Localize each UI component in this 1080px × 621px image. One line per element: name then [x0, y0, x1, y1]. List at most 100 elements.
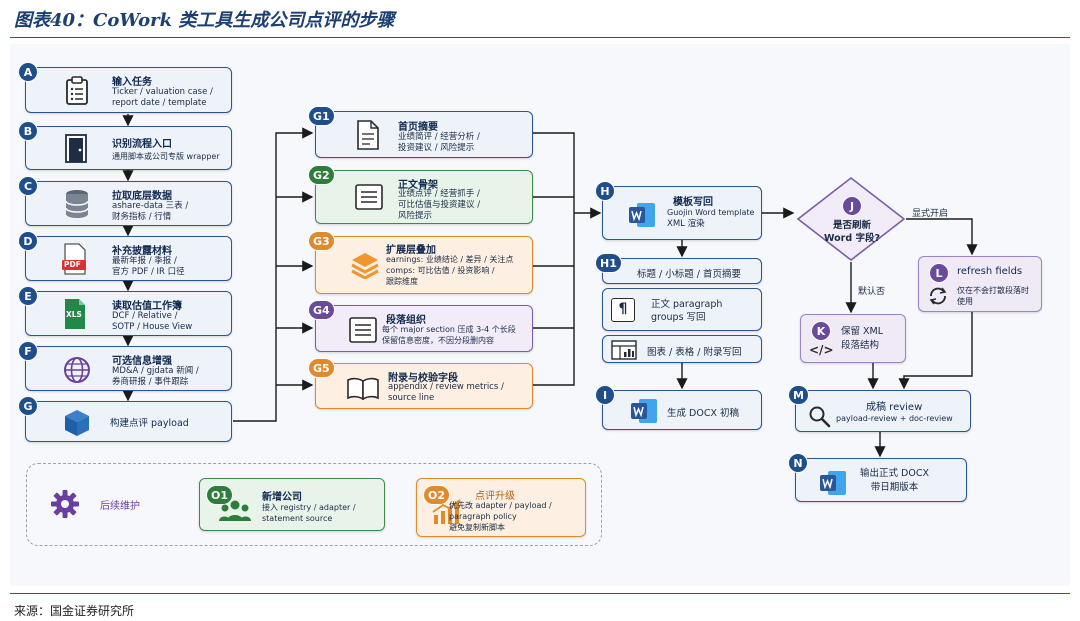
table-chart-icon: [611, 340, 637, 360]
section-g4-title: 段落组织: [386, 315, 426, 326]
keep-node: K </> 保留 XML 段落结构: [800, 314, 906, 363]
code-icon: </>: [809, 343, 834, 357]
maintenance-label: 后续维护: [100, 501, 140, 512]
section-g2-body: 业绩点评 / 经营抓手 / 可比估值与投资建议 / 风险提示: [398, 189, 481, 221]
keep-badge: K: [811, 321, 831, 341]
h1-text: 标题 / 小标题 / 首页摘要: [637, 269, 741, 280]
step-a-title: 输入任务: [112, 77, 152, 88]
layers-icon: [351, 253, 379, 279]
template-line1: Guojin Word template: [667, 208, 755, 217]
step-f-body: MD&A / gjdata 新闻 / 券商研报 / 事件跟踪: [112, 366, 199, 387]
list-icon: [349, 317, 377, 343]
step-a-node: A 输入任务 Ticker / valuation case / report …: [18, 62, 232, 113]
decision-yes-label: 显式开启: [912, 209, 949, 219]
excel-icon: XLS: [62, 298, 88, 330]
step-e-badge: E: [18, 286, 38, 306]
step-b-title: 识别流程入口: [112, 139, 172, 150]
step-b-node: B 识别流程入口 通用脚本或公司专版 wrapper: [18, 121, 232, 170]
section-g4-node: G4 段落组织 每个 major section 压成 3-4 个长段 保留信息…: [308, 300, 533, 352]
section-g2-badge: G2: [308, 165, 335, 185]
section-g2-node: G2 正文骨架 业绩点评 / 经营抓手 / 可比估值与投资建议 / 风险提示: [308, 165, 533, 224]
decision-badge: J: [842, 196, 862, 216]
review-badge: M: [788, 385, 809, 405]
step-a-badge: A: [18, 62, 38, 82]
word-icon: [629, 203, 655, 227]
maintenance-o1-badge: O1: [206, 485, 234, 505]
refresh-body: 仅在不会打散段落时 使用: [957, 286, 1029, 306]
step-f-badge: F: [18, 341, 38, 361]
keep-text: 保留 XML 段落结构: [841, 326, 884, 351]
title-divider: [10, 37, 1070, 38]
list-icon: [355, 184, 383, 210]
word-icon: [820, 471, 846, 495]
step-c-body: ashare-data 三表 / 财务指标 / 行情: [112, 201, 189, 222]
step-g-title: 构建点评 payload: [110, 418, 189, 429]
section-g5-badge: G5: [308, 358, 335, 378]
step-g-node: G 构建点评 payload: [18, 396, 232, 442]
step-c-node: C 拉取底层数据 ashare-data 三表 / 财务指标 / 行情: [18, 176, 232, 226]
section-g2-title: 正文骨架: [398, 180, 438, 191]
step-d-badge: D: [18, 231, 38, 251]
draft-text: 生成 DOCX 初稿: [667, 408, 739, 419]
refresh-badge: L: [929, 263, 949, 283]
template-line2: XML 渲染: [667, 219, 705, 229]
growth-chart-icon: [432, 499, 461, 524]
step-g-badge: G: [18, 396, 38, 416]
maintenance-o1-title: 新增公司: [262, 492, 302, 503]
decision-diamond: [796, 176, 906, 262]
refresh-node: L refresh fields 仅在不会打散段落时 使用: [918, 256, 1042, 312]
cube-icon: [65, 410, 89, 436]
section-g3-badge: G3: [308, 231, 335, 251]
step-e-node: E XLS 读取估值工作簿 DCF / Relative / SOTP / Ho…: [18, 286, 232, 336]
step-f-title: 可选信息增强: [112, 356, 172, 367]
final-text: 输出正式 DOCX 带日期版本: [860, 468, 929, 493]
section-g5-node: G5 附录与校验字段 appendix / review metrics / s…: [308, 358, 533, 409]
decision-no-label: 默认否: [858, 287, 886, 297]
template-badge: H: [595, 181, 615, 201]
section-g3-body: earnings: 业绩结论 / 差异 / 关注点 comps: 可比估值 / …: [386, 255, 514, 286]
maintenance-o2-node: O2 点评升级 优先改 adapter / payload / paragrap…: [416, 478, 586, 537]
refresh-icon: [929, 287, 947, 305]
draft-badge: I: [595, 385, 615, 405]
step-e-title: 读取估值工作簿: [112, 301, 182, 312]
step-d-body: 最新年报 / 季报 / 官方 PDF / IR 口径: [112, 256, 185, 277]
h1-badge: H1: [595, 253, 622, 273]
step-b-body: 通用脚本或公司专版 wrapper: [112, 152, 220, 161]
section-g1-body: 业绩简评 / 经营分析 / 投资建议 / 风险提示: [398, 132, 480, 153]
section-g4-badge: G4: [308, 300, 335, 320]
review-body: payload-review + doc-review: [836, 414, 953, 423]
paragraph-node: ¶ 正文 paragraph groups 写回: [602, 288, 762, 331]
tables-text: 图表 / 表格 / 附录写回: [647, 347, 742, 358]
refresh-title: refresh fields: [957, 266, 1023, 277]
source-note: 来源：国金证券研究所: [14, 604, 135, 618]
magnifier-icon: [809, 406, 831, 428]
maintenance-o1-node: O1 新增公司 接入 registry / adapter / statemen…: [199, 478, 385, 531]
door-icon: [65, 134, 87, 163]
excel-icon-label: XLS: [66, 310, 82, 319]
word-icon: [631, 399, 657, 423]
review-title: 成稿 review: [866, 402, 923, 413]
step-f-node: F 可选信息增强 MD&A / gjdata 新闻 / 券商研报 / 事件跟踪: [18, 341, 232, 391]
section-g3-title: 扩展层叠加: [386, 245, 436, 256]
people-icon: [219, 500, 251, 521]
gear-icon: [51, 490, 79, 518]
maintenance-o2-body: 优先改 adapter / payload / paragraph policy…: [449, 501, 552, 532]
step-e-body: DCF / Relative / SOTP / House View: [112, 311, 193, 332]
pdf-icon-label: PDF: [64, 260, 81, 269]
section-g1-node: G1 首页摘要 业绩简评 / 经营分析 / 投资建议 / 风险提示: [308, 106, 533, 158]
final-node: N 输出正式 DOCX 带日期版本: [788, 453, 967, 502]
database-icon: [65, 190, 89, 218]
step-d-node: D PDF 补充披露材料 最新年报 / 季报 / 官方 PDF / IR 口径: [18, 231, 232, 281]
document-icon: [357, 120, 379, 150]
paragraph-text: 正文 paragraph groups 写回: [651, 299, 723, 323]
pilcrow-icon: ¶: [611, 298, 635, 322]
h1-node: H1 标题 / 小标题 / 首页摘要: [595, 253, 762, 284]
section-g5-body: appendix / review metrics / source line: [388, 382, 504, 403]
decision-text: 是否刷新 Word 字段?: [824, 220, 880, 244]
footer-divider: [10, 593, 1070, 594]
maintenance-o2-badge: O2: [423, 485, 451, 505]
maintenance-o2-title: 点评升级: [475, 491, 515, 502]
section-g5-title: 附录与校验字段: [388, 373, 458, 384]
section-g1-badge: G1: [308, 106, 335, 126]
template-node: H 模板写回 Guojin Word template XML 渲染: [595, 181, 762, 240]
